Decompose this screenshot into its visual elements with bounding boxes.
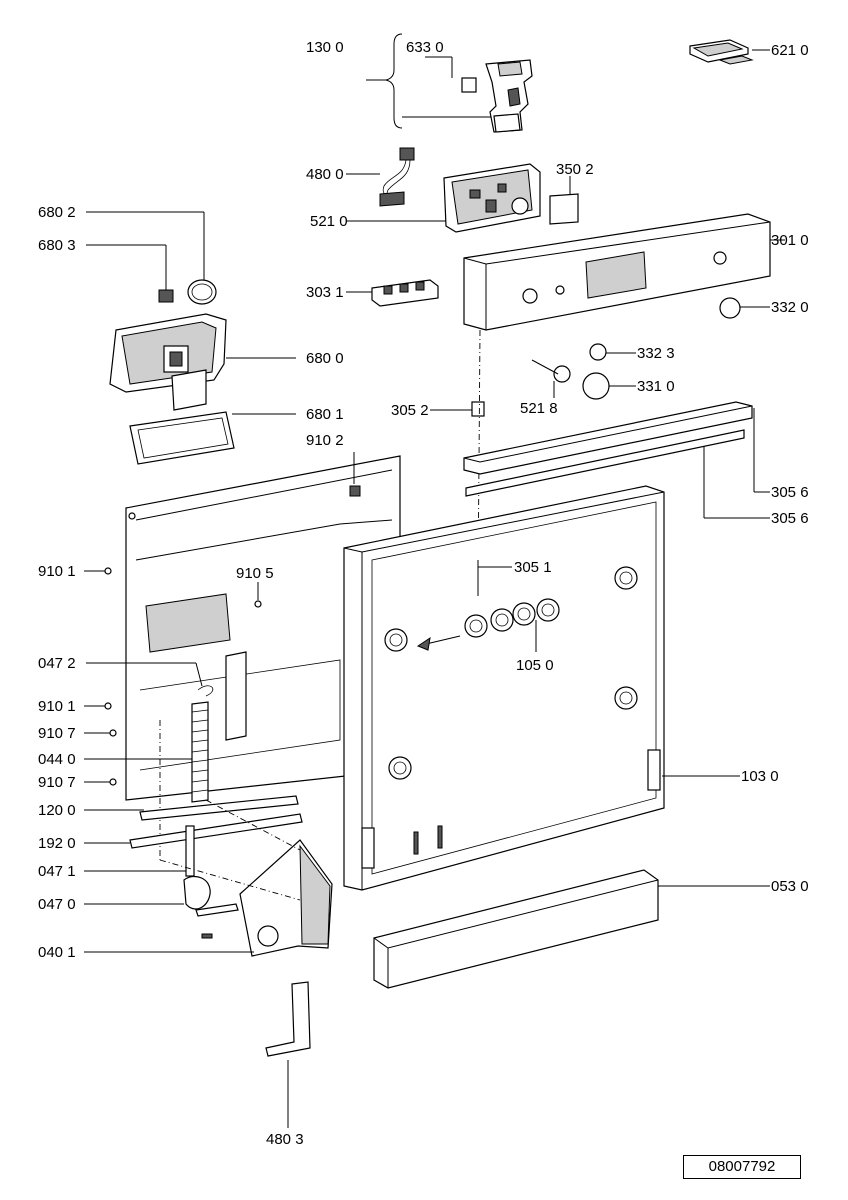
label-480-3: 480 3: [266, 1131, 304, 1148]
label-120-0: 120 0: [38, 802, 76, 819]
door-latch-assembly: [366, 33, 533, 133]
outer-door-panel-103-0: [343, 485, 740, 891]
control-panel-301-0: [463, 213, 785, 331]
label-633-0: 633 0: [406, 39, 444, 56]
hinge-assembly: [84, 799, 333, 957]
label-910-7-b: 910 7: [38, 774, 76, 791]
label-910-1-a: 910 1: [38, 563, 76, 580]
label-047-0: 047 0: [38, 896, 76, 913]
part-621-0: [689, 39, 770, 65]
label-331-0: 331 0: [637, 378, 675, 395]
label-305-6-a: 305 6: [771, 484, 809, 501]
door-spring-044-0: [84, 662, 214, 860]
label-305-1: 305 1: [514, 559, 552, 576]
label-040-1: 040 1: [38, 944, 76, 961]
label-047-2: 047 2: [38, 655, 76, 672]
label-621-0: 621 0: [771, 42, 809, 59]
label-044-0: 044 0: [38, 751, 76, 768]
label-680-1: 680 1: [306, 406, 344, 423]
label-910-5: 910 5: [236, 565, 274, 582]
label-680-2: 680 2: [38, 204, 76, 221]
rails-305-6: [463, 401, 770, 519]
label-305-6-b: 305 6: [771, 510, 809, 527]
label-305-2: 305 2: [391, 402, 429, 419]
label-053-0: 053 0: [771, 878, 809, 895]
label-910-1-b: 910 1: [38, 698, 76, 715]
knobs-group: [531, 297, 770, 400]
control-board-521-0: [346, 163, 579, 233]
label-910-2: 910 2: [306, 432, 344, 449]
label-301-0: 301 0: [771, 232, 809, 249]
reference-number: 08007792: [683, 1155, 801, 1179]
label-680-3: 680 3: [38, 237, 76, 254]
label-521-8: 521 8: [520, 400, 558, 417]
label-303-1: 303 1: [306, 284, 344, 301]
part-303-1: [346, 279, 439, 307]
bracket-480-3: [265, 981, 311, 1128]
wiring-harness-480-0: [346, 147, 415, 207]
label-332-0: 332 0: [771, 299, 809, 316]
label-105-0: 105 0: [516, 657, 554, 674]
label-480-0: 480 0: [306, 166, 344, 183]
label-192-0: 192 0: [38, 835, 76, 852]
label-332-3: 332 3: [637, 345, 675, 362]
label-103-0: 103 0: [741, 768, 779, 785]
label-130-0: 130 0: [306, 39, 344, 56]
label-680-0: 680 0: [306, 350, 344, 367]
label-910-7-a: 910 7: [38, 725, 76, 742]
dispenser-assembly: [86, 211, 296, 465]
label-350-2: 350 2: [556, 161, 594, 178]
label-521-0: 521 0: [310, 213, 348, 230]
bottom-bars: [84, 795, 303, 849]
label-047-1: 047 1: [38, 863, 76, 880]
part-labels: 130 0 633 0 621 0 480 0 350 2 521 0 680 …: [38, 39, 809, 1148]
kick-plate-053-0: [373, 869, 770, 989]
